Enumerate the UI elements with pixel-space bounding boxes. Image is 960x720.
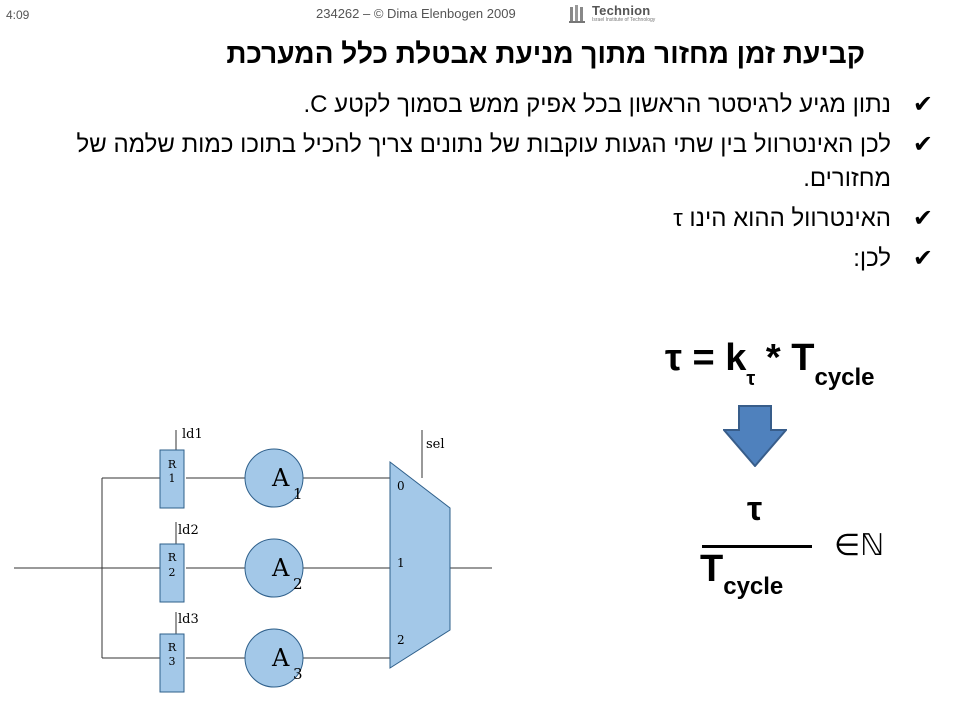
bullet-item: ✔ נתון מגיע לרגיסטר הראשון בכל אפיק ממש ב… — [50, 88, 933, 122]
unit-a3-name: A — [271, 644, 290, 672]
unit-a2-name: A — [271, 554, 290, 582]
bullet-list: ✔ נתון מגיע לרגיסטר הראשון בכל אפיק ממש ב… — [50, 88, 933, 282]
slide-time: 4:09 — [6, 8, 30, 22]
bullet-text: לכן: — [853, 245, 891, 272]
unit-a1-subscript: 1 — [293, 485, 303, 503]
register-1-load-label: ld1 — [182, 427, 203, 442]
bullet-text: האינטרוול ההוא הינו τ — [673, 205, 891, 232]
unit-a2: A 2 — [244, 538, 304, 598]
checkmark-icon: ✔ — [912, 245, 933, 272]
unit-a1-name: A — [271, 464, 290, 492]
register-3-label-top: R — [168, 641, 177, 654]
natural-numbers-membership: ∈ℕ — [834, 529, 885, 562]
unit-a3-subscript: 3 — [293, 665, 303, 683]
register-2-label-top: R — [168, 551, 177, 564]
header-credit: 234262 – © Dima Elenbogen 2009 — [316, 6, 516, 21]
register-2-load-label: ld2 — [178, 523, 199, 538]
formula-lhs: τ = k — [665, 337, 747, 379]
slide-title: קביעת זמן מחזור מתוך מניעת אבטלת כלל המע… — [226, 38, 865, 69]
formula-op: * T — [755, 337, 815, 379]
register-2-label-bottom: 2 — [169, 566, 176, 579]
technion-logo-icon — [569, 5, 585, 23]
pipeline-diagram: ld1 ld2 ld3 sel R 1 R 2 R 3 A 1 A 2 A 3 … — [14, 427, 492, 693]
register-1-label-bottom: 1 — [169, 472, 176, 485]
register-1: R 1 — [159, 449, 185, 509]
register-3-label-bottom: 3 — [169, 655, 176, 668]
bullet-item: ✔ לכן האינטרוול בין שתי הגעות עוקבות של נ… — [50, 128, 933, 196]
register-2: R 2 — [159, 543, 185, 603]
mux-select-label: sel — [426, 437, 445, 452]
unit-a2-subscript: 2 — [293, 575, 303, 593]
multiplexer: 0 1 2 — [389, 460, 451, 669]
register-3-load-label: ld3 — [178, 612, 199, 627]
fraction-denominator: Tcycle — [700, 548, 784, 600]
logo-text: Technion — [592, 3, 651, 18]
fraction-bar — [702, 545, 812, 548]
checkmark-icon: ✔ — [912, 205, 933, 232]
mux-input-2-label: 2 — [397, 633, 405, 647]
bullet-item: ✔ לכן: — [50, 242, 933, 276]
bullet-item: ✔ האינטרוול ההוא הינו τ — [50, 202, 933, 236]
fraction-denominator-subscript: cycle — [723, 572, 784, 600]
bullet-text: לכן האינטרוול בין שתי הגעות עוקבות של נת… — [76, 131, 891, 192]
unit-a3: A 3 — [244, 628, 304, 688]
bullet-text: נתון מגיע לרגיסטר הראשון בכל אפיק ממש בס… — [303, 91, 891, 118]
fraction-numerator: τ — [747, 490, 763, 528]
register-1-label-top: R — [168, 458, 177, 471]
formula-t-subscript: cycle — [814, 363, 875, 391]
register-3: R 3 — [159, 633, 185, 693]
unit-a1: A 1 — [244, 448, 304, 508]
tau-formula: τ = kτ * Tcycle — [665, 337, 875, 391]
formula-k-subscript: τ — [746, 367, 756, 390]
logo-subtext: Israel Institute of Technology — [592, 17, 656, 23]
mux-input-0-label: 0 — [397, 479, 405, 493]
mux-input-1-label: 1 — [397, 556, 405, 570]
down-arrow-icon — [723, 405, 787, 467]
checkmark-icon: ✔ — [912, 131, 933, 158]
technion-logo: Technion Israel Institute of Technology — [568, 2, 688, 26]
checkmark-icon: ✔ — [912, 91, 933, 118]
